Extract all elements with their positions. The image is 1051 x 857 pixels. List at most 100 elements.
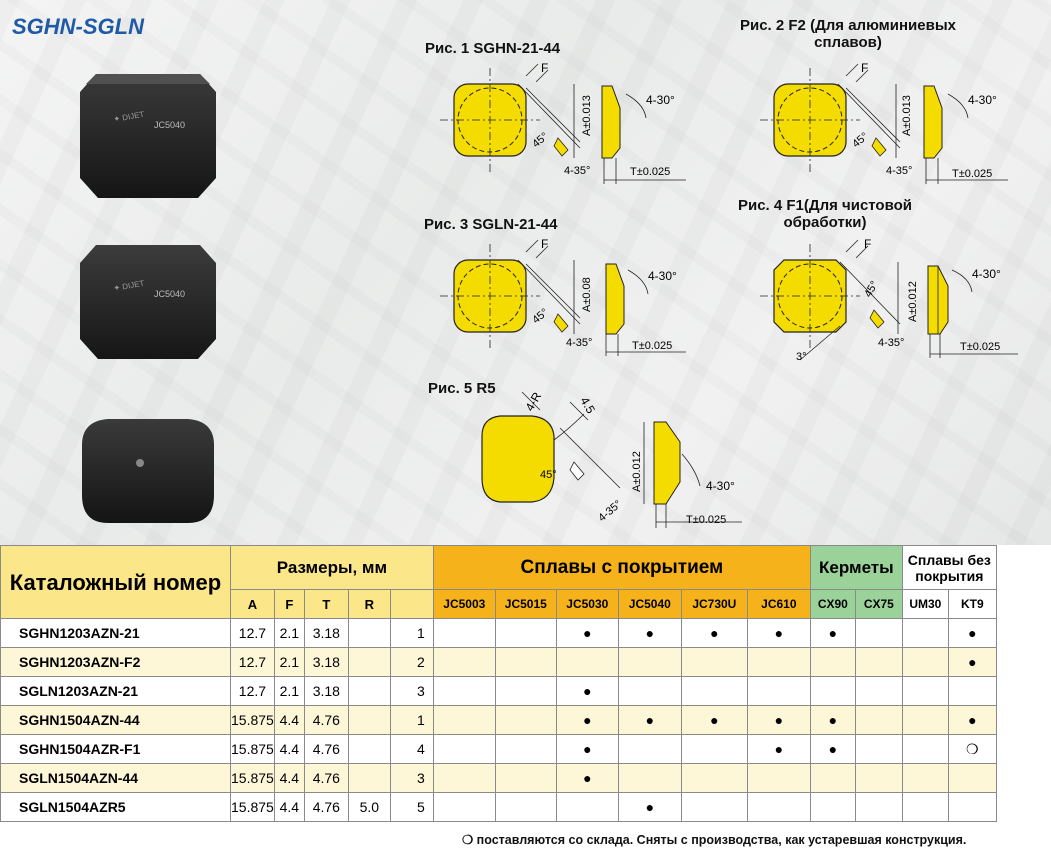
grade-cell [680, 763, 748, 793]
dim-cell [347, 763, 391, 793]
grade-col-header: JC730U [680, 589, 748, 619]
grade-cell [809, 792, 856, 822]
grade-col-header: UM30 [901, 589, 949, 619]
svg-text:T±0.025: T±0.025 [686, 514, 726, 526]
grade-cell [854, 763, 903, 793]
header-dims: Размеры, мм [230, 545, 434, 590]
grade-col-header: JC5030 [555, 589, 619, 619]
svg-text:4-R: 4-R [522, 389, 544, 413]
grade-cell: ● [555, 676, 619, 706]
svg-text:A±0.012: A±0.012 [907, 281, 919, 322]
dim-cell: 15.875 [230, 763, 275, 793]
catalog-number: SGLN1203AZN-21 [0, 676, 231, 706]
grade-cell [901, 705, 949, 735]
dim-cell [347, 734, 391, 764]
grade-cell [680, 676, 748, 706]
svg-text:A±0.013: A±0.013 [901, 95, 913, 136]
dim-cell: 15.875 [230, 705, 275, 735]
grade-cell [617, 676, 682, 706]
dim-col-header: T [303, 589, 349, 619]
svg-text:4-35°: 4-35° [566, 337, 592, 349]
dim-cell: 5.0 [347, 792, 391, 822]
dim-cell: 15.875 [230, 734, 275, 764]
grade-cell [432, 792, 496, 822]
grade-col-header: JC5040 [617, 589, 682, 619]
catalog-table: Каталожный номер Размеры, мм Сплавы с по… [0, 545, 997, 822]
dim-col-header: R [347, 589, 391, 619]
dim-cell: 4.4 [273, 705, 305, 735]
insert-photo-3 [82, 419, 214, 523]
grade-col-header: JC610 [746, 589, 811, 619]
grade-col-header: KT9 [947, 589, 997, 619]
grade-cell: ● [746, 618, 811, 648]
grade-cell [432, 647, 496, 677]
dim-cell: 12.7 [230, 676, 275, 706]
svg-text:4-30°: 4-30° [646, 93, 675, 107]
catalog-number: SGLN1504AZN-44 [0, 763, 231, 793]
svg-text:4-30°: 4-30° [706, 479, 735, 493]
grade-cell: ● [617, 792, 682, 822]
fig3-title: Рис. 3 SGLN-21-44 [424, 216, 558, 233]
svg-text:A±0.012: A±0.012 [631, 451, 643, 492]
header-cermet: Керметы [809, 545, 903, 590]
svg-text:4-35°: 4-35° [564, 165, 590, 177]
header-uncoated: Сплавы без покрытия [901, 545, 997, 590]
grade-cell [746, 763, 811, 793]
grade-cell [432, 734, 496, 764]
dim-cell: 15.875 [230, 792, 275, 822]
dim-cell: 12.7 [230, 618, 275, 648]
grade-col-header: CX90 [809, 589, 856, 619]
svg-text:F: F [864, 237, 871, 251]
grade-cell [746, 676, 811, 706]
dim-col-header [389, 589, 434, 619]
grade-cell [494, 734, 557, 764]
grade-cell [854, 792, 903, 822]
fig4-title: Рис. 4 F1(Для чистовой обработки) [737, 197, 913, 231]
svg-text:4-35°: 4-35° [886, 165, 912, 177]
page-title: SGHN-SGLN [12, 14, 144, 39]
fig4-drawing: F 4-30° A±0.012 45° 4-35° T±0.025 3° [760, 237, 1018, 363]
svg-text:F: F [541, 61, 548, 75]
fig2-drawing: F 4-30° A±0.013 45° 4-35° T±0.025 [760, 61, 1008, 184]
svg-text:A±0.08: A±0.08 [581, 277, 593, 312]
grade-cell: ● [746, 705, 811, 735]
grade-cell [947, 763, 997, 793]
grade-cell: ● [947, 618, 997, 648]
dim-cell: 1 [389, 618, 434, 648]
grade-cell [432, 763, 496, 793]
fig3-drawing: F 4-30° A±0.08 45° 4-35° T±0.025 [440, 237, 686, 356]
dim-cell: 2.1 [273, 618, 305, 648]
dim-cell: 3.18 [303, 618, 349, 648]
grade-cell [901, 618, 949, 648]
fig5-title: Рис. 5 R5 [428, 380, 496, 397]
footnote: ❍ поставляются со склада. Сняты с произв… [462, 833, 967, 847]
fig5-drawing: 4-R 4.5 4-30° A±0.012 45° 4-35° T±0.025 [481, 389, 742, 528]
catalog-number: SGHN1504AZN-44 [0, 705, 231, 735]
grade-cell [901, 763, 949, 793]
grade-cell [746, 792, 811, 822]
grade-cell: ● [809, 734, 856, 764]
svg-text:4-30°: 4-30° [972, 267, 1001, 281]
svg-text:T±0.025: T±0.025 [632, 340, 672, 352]
grade-cell [901, 647, 949, 677]
catalog-number: SGHN1203AZN-21 [0, 618, 231, 648]
grade-cell [555, 792, 619, 822]
grade-cell: ● [947, 705, 997, 735]
grade-col-header: JC5003 [432, 589, 496, 619]
svg-text:F: F [541, 237, 548, 251]
grade-cell [854, 676, 903, 706]
grade-cell [494, 705, 557, 735]
grade-cell [617, 734, 682, 764]
svg-text:4-35°: 4-35° [878, 337, 904, 349]
dim-cell: 3.18 [303, 676, 349, 706]
dim-cell: 3 [389, 676, 434, 706]
grade-cell [494, 676, 557, 706]
fig2-title: Рис. 2 F2 (Для алюминиевых сплавов) [739, 17, 956, 51]
grade-cell: ● [555, 734, 619, 764]
grade-cell [617, 763, 682, 793]
